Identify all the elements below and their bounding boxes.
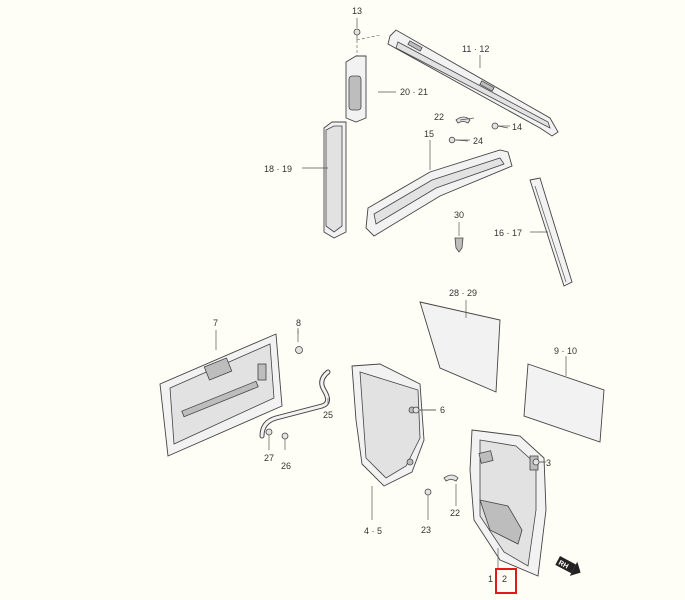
leader-lines	[215, 55, 567, 570]
part-16-17-strip[interactable]	[529, 177, 573, 287]
part-7-panel[interactable]	[159, 333, 283, 457]
callout-labels: 13 11 · 12 20 · 21 22 14 24 15 18 · 19 3…	[213, 6, 577, 584]
callout-16-17[interactable]: 16 · 17	[494, 228, 522, 238]
callout-11-12[interactable]: 11 · 12	[462, 44, 489, 54]
rh-direction-arrow-icon: RH	[555, 556, 581, 576]
part-28-29-pad[interactable]	[419, 301, 501, 393]
callout-2-highlight-box	[495, 568, 517, 594]
callout-20-21[interactable]: 20 · 21	[400, 87, 428, 97]
part-18-19-pillar[interactable]	[323, 121, 347, 239]
part-30-fastener[interactable]	[454, 222, 464, 253]
part-25-hose[interactable]	[259, 369, 331, 439]
part-1-2-door-trim[interactable]	[469, 429, 547, 577]
part-22-clip-top[interactable]	[455, 116, 471, 124]
callout-28-29[interactable]: 28 · 29	[449, 288, 477, 298]
callout-24[interactable]: 24	[473, 136, 483, 146]
callout-3[interactable]: 3	[546, 458, 551, 468]
part-8-grommet[interactable]	[295, 330, 303, 354]
callout-14[interactable]: 14	[512, 122, 522, 132]
callout-27[interactable]: 27	[264, 453, 274, 463]
callout-15[interactable]: 15	[424, 129, 434, 139]
part-11-12-rail[interactable]	[387, 29, 559, 137]
callout-8[interactable]: 8	[296, 318, 301, 328]
callout-1[interactable]: 1	[488, 574, 493, 584]
callout-22-bottom[interactable]: 22	[450, 508, 460, 518]
callout-2[interactable]: 2	[502, 574, 507, 584]
part-22-clip-bottom[interactable]	[443, 474, 459, 482]
part-4-5-trim[interactable]	[351, 363, 425, 487]
part-27-screw[interactable]	[265, 428, 273, 436]
callout-30[interactable]: 30	[454, 210, 464, 220]
direction-mark-label: RH	[557, 560, 569, 571]
part-9-10-pad[interactable]	[523, 363, 605, 443]
part-20-21-bracket[interactable]	[345, 34, 381, 123]
callout-22-top[interactable]: 22	[434, 112, 444, 122]
callout-9-10[interactable]: 9 · 10	[554, 346, 577, 356]
callout-4-5[interactable]: 4 · 5	[364, 526, 382, 536]
part-23-screw[interactable]	[424, 488, 432, 520]
callout-23[interactable]: 23	[421, 525, 431, 535]
part-13-screw[interactable]	[353, 18, 361, 40]
callout-18-19[interactable]: 18 · 19	[264, 164, 292, 174]
callout-7[interactable]: 7	[213, 318, 218, 328]
callout-26[interactable]: 26	[281, 461, 291, 471]
part-26-screw[interactable]	[281, 432, 289, 450]
callout-6[interactable]: 6	[440, 405, 445, 415]
callout-13[interactable]: 13	[352, 6, 362, 16]
callout-25[interactable]: 25	[323, 410, 333, 420]
part-15-trim[interactable]	[365, 140, 513, 237]
